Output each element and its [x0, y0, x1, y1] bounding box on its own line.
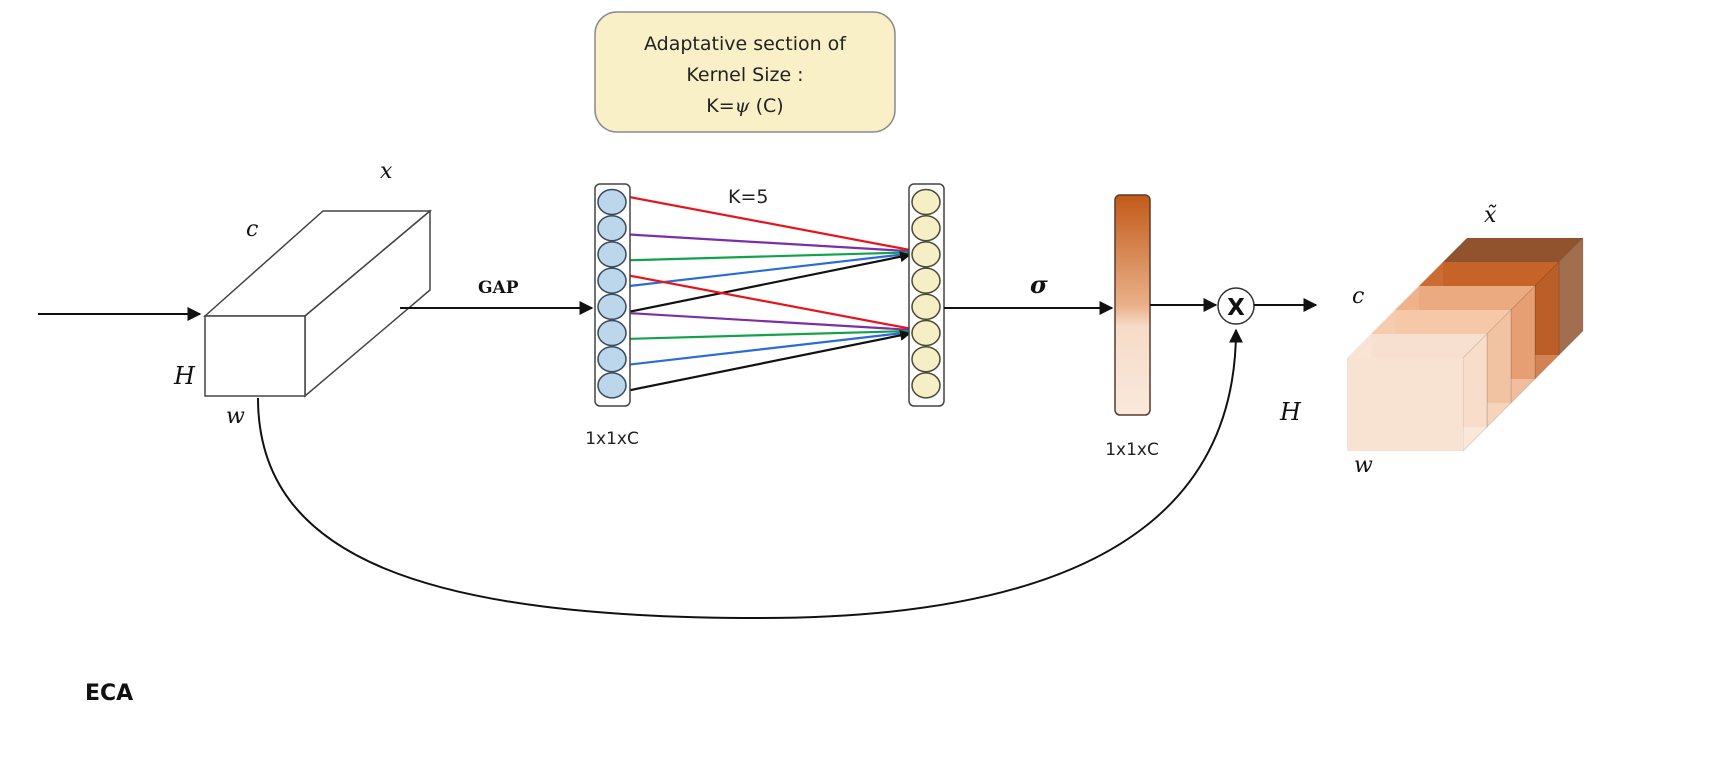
conv-connection	[623, 331, 911, 367]
multiply-symbol: X	[1227, 295, 1245, 321]
input-tensor	[203, 209, 433, 398]
conv-connection	[623, 273, 911, 330]
conv-connection	[623, 251, 912, 314]
gap-node	[597, 214, 627, 242]
output-label-w: w	[1354, 453, 1373, 478]
kernel-formula-suffix: (C)	[750, 95, 784, 117]
kernel-label: K=5	[728, 186, 768, 208]
input-label-w: w	[226, 404, 245, 429]
gap-node	[597, 293, 627, 321]
gap-node	[597, 319, 627, 347]
gap-node	[597, 241, 627, 268]
output-slice-top	[1443, 238, 1583, 262]
conv-node	[911, 267, 941, 294]
output-slice-top	[1371, 310, 1511, 334]
conv-connections	[623, 194, 912, 393]
kernel-box-line-3: K=ψ (C)	[706, 95, 783, 117]
kernel-box-line-1: Adaptative section of	[644, 33, 847, 55]
multiply-node: X	[1217, 287, 1255, 325]
gap-node	[597, 345, 627, 373]
gap-vector-nodes	[597, 188, 627, 399]
output-label-h: H	[1279, 398, 1302, 426]
conv-connection	[623, 194, 911, 252]
conv-connection	[623, 252, 911, 288]
gap-label: GAP	[478, 278, 519, 298]
kernel-box-line-2: Kernel Size :	[686, 64, 803, 86]
sigma-label: σ	[1030, 270, 1048, 299]
input-label-x: x	[380, 159, 393, 184]
output-tensor	[1347, 236, 1584, 453]
gap-node	[597, 188, 627, 216]
output-slice-top	[1419, 262, 1559, 286]
gap-node	[597, 372, 627, 399]
conv-connection	[623, 311, 911, 331]
conv-node	[911, 345, 941, 373]
weights-vector-label: 1x1xC	[1105, 440, 1159, 460]
conv-connection	[623, 329, 912, 393]
diagram-title: ECA	[85, 681, 133, 706]
gap-node	[597, 267, 627, 294]
skip-connection-curve	[257, 328, 1243, 620]
conv-node	[911, 188, 941, 216]
output-label-x-tilde: x̃	[1484, 203, 1497, 228]
gap-vector-label: 1x1xC	[585, 429, 639, 449]
conv-vector-nodes	[911, 188, 941, 399]
output-slice-top	[1395, 286, 1535, 310]
conv-node	[911, 319, 941, 347]
conv-connection	[623, 329, 911, 341]
conv-node	[911, 214, 941, 242]
input-label-c: c	[246, 217, 258, 242]
conv-node	[911, 293, 941, 321]
input-label-h: H	[173, 362, 196, 390]
output-label-c: c	[1352, 284, 1364, 309]
kernel-formula-prefix: K=	[706, 95, 734, 117]
output-slice-front	[1347, 358, 1463, 451]
conv-connection	[623, 233, 911, 253]
psi-symbol: ψ	[735, 95, 751, 117]
conv-connection	[623, 251, 911, 262]
channel-weights-bar	[1114, 194, 1151, 416]
conv-node	[911, 241, 941, 268]
kernel-size-box: Adaptative section of Kernel Size : K=ψ …	[594, 11, 896, 133]
conv-node	[911, 372, 941, 399]
output-slice-top	[1347, 334, 1487, 358]
